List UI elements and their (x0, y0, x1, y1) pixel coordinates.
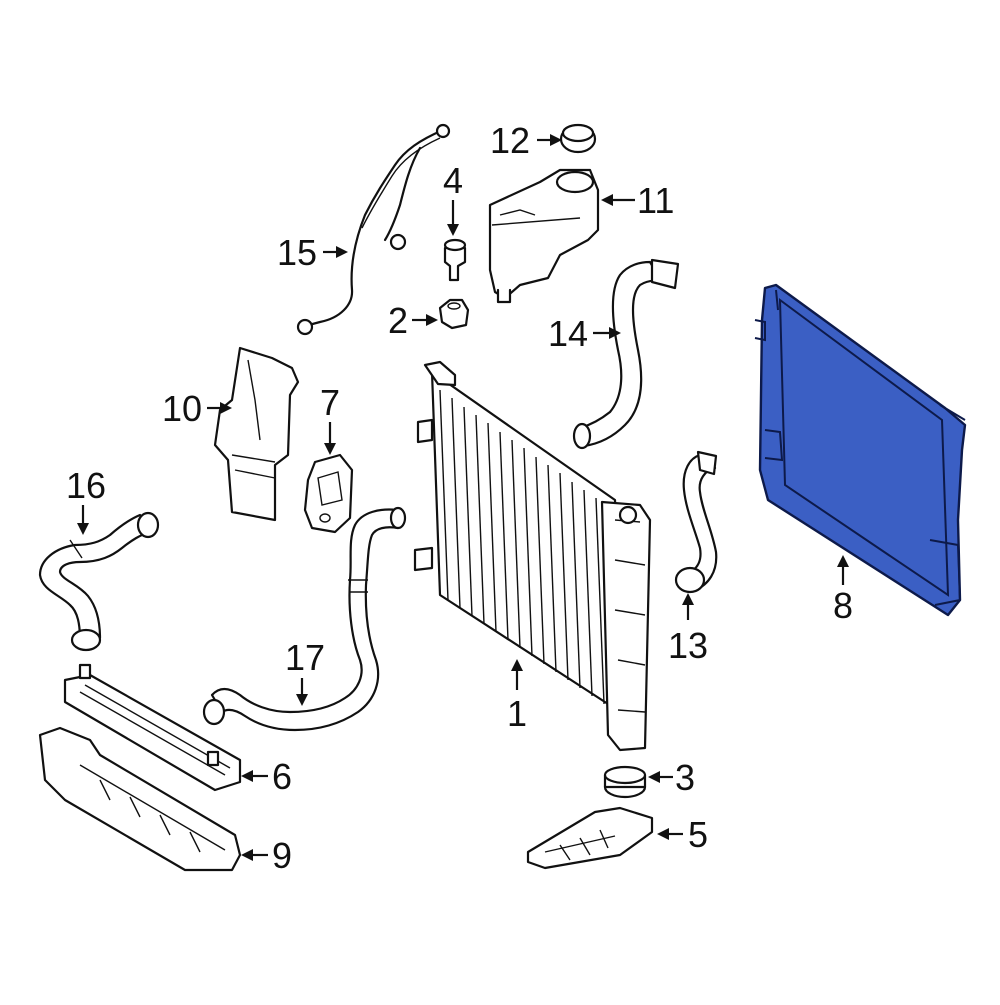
part-3-grommet[interactable] (603, 765, 647, 799)
part-12-cap[interactable] (559, 123, 597, 154)
callout-16: 16 (66, 465, 106, 506)
part-16-hose[interactable] (38, 511, 160, 652)
part-13-lower-hose[interactable] (674, 450, 718, 594)
part-7-bracket[interactable] (303, 453, 354, 534)
callout-12: 12 (490, 120, 530, 161)
callout-2: 2 (388, 300, 408, 341)
part-8-highlighted[interactable] (754, 283, 967, 617)
part-15-bleed-hose[interactable] (296, 123, 451, 336)
callout-11: 11 (637, 180, 674, 221)
leader-lines (77, 134, 849, 861)
callout-3: 3 (675, 757, 695, 798)
callout-9: 9 (272, 835, 292, 876)
part-9-air-deflector[interactable] (38, 726, 242, 872)
part-6-cooler[interactable] (63, 663, 242, 792)
callout-17: 17 (285, 637, 325, 678)
callout-6: 6 (272, 756, 292, 797)
callout-7: 7 (320, 382, 340, 423)
part-11-expansion-tank[interactable] (488, 168, 600, 304)
part-4-bleed-screw[interactable] (443, 238, 467, 282)
part-1-radiator[interactable] (413, 360, 652, 752)
callout-14: 14 (548, 313, 588, 354)
part-2-bracket[interactable] (438, 298, 470, 330)
callout-5: 5 (688, 814, 708, 855)
part-14-upper-hose[interactable] (572, 258, 680, 450)
callout-8: 8 (833, 585, 853, 626)
part-10-air-guide[interactable] (213, 346, 300, 522)
callout-13: 13 (668, 625, 708, 666)
radiator-core-fins (439, 389, 605, 705)
callout-labels: 12 11 4 15 2 14 10 7 16 8 13 17 1 6 3 5 … (66, 120, 853, 876)
callout-15: 15 (277, 232, 317, 273)
callout-1: 1 (507, 693, 527, 734)
callout-10: 10 (162, 388, 202, 429)
callout-4: 4 (443, 160, 463, 201)
part-5-lower-bracket[interactable] (526, 806, 654, 870)
part-17-hose[interactable] (202, 506, 407, 732)
